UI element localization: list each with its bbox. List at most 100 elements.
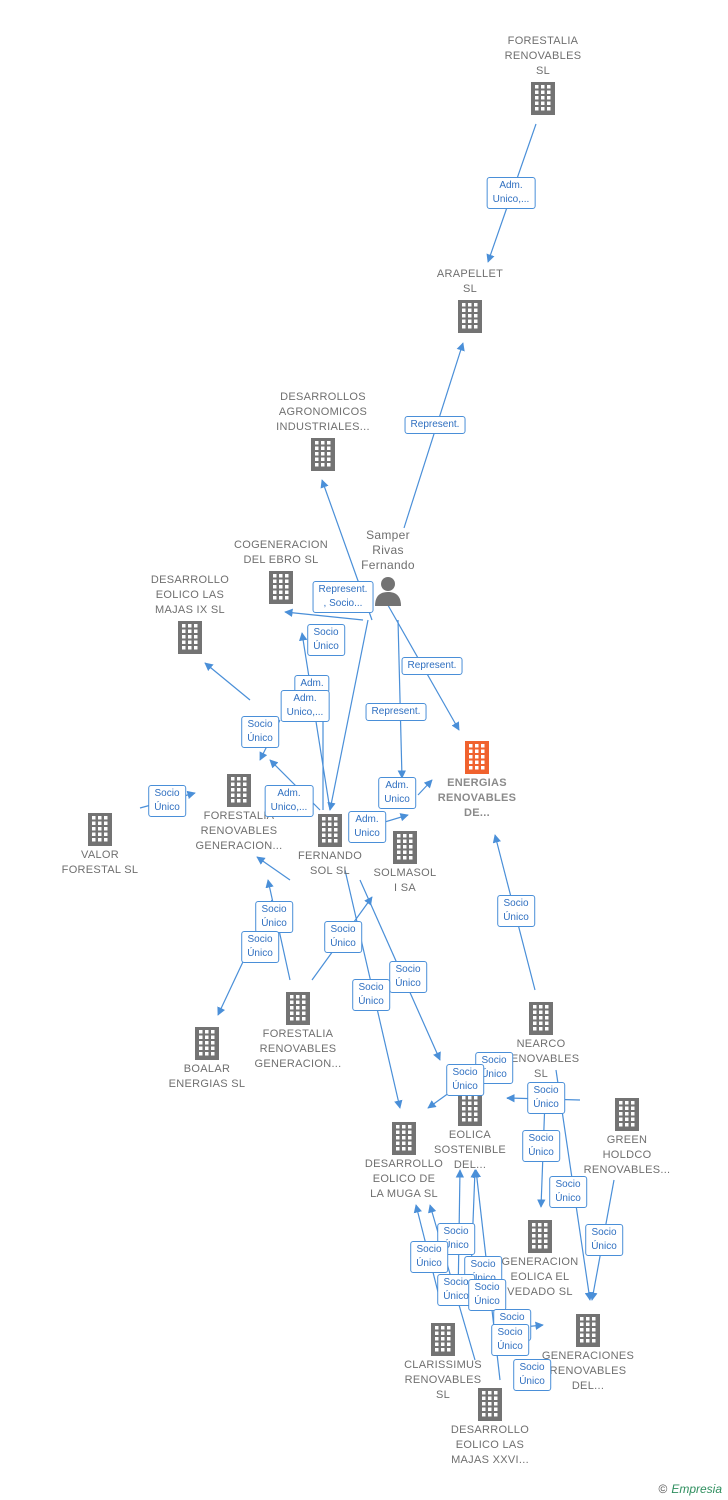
edge-label-represent-socio[interactable]: Represent. , Socio... xyxy=(312,581,374,613)
node-label: GENERACION EOLICA EL VEDADO SL xyxy=(501,1256,579,1298)
node-eolica-sostenible[interactable]: EOLICA SOSTENIBLE DEL... xyxy=(410,1090,530,1173)
edge-label-socio-unico[interactable]: Socio Único xyxy=(241,931,279,963)
node-label: BOALAR ENERGIAS SL xyxy=(168,1063,246,1090)
relationship-line xyxy=(403,342,465,529)
node-generaciones-renovables[interactable]: GENERACIONES RENOVABLES DEL... xyxy=(528,1311,648,1394)
node-label: DESARROLLO EOLICO LAS MAJAS XXVI... xyxy=(450,1424,530,1466)
node-forestalia-generacion-2[interactable]: FORESTALIA RENOVABLES GENERACION... xyxy=(238,989,358,1072)
building-icon xyxy=(383,1322,503,1356)
node-cogeneracion-del-ebro[interactable]: COGENERACION DEL EBRO SL xyxy=(221,538,341,606)
person-icon xyxy=(328,575,448,607)
node-label: Samper Rivas Fernando xyxy=(361,528,415,572)
edge-label-socio-unico[interactable]: Socio Único xyxy=(307,624,345,656)
edge-label-socio-unico[interactable]: Socio Único xyxy=(255,901,293,933)
node-label: CLARISSIMUS RENOVABLES SL xyxy=(404,1359,482,1401)
building-icon xyxy=(345,830,465,864)
node-label: GENERACIONES RENOVABLES DEL... xyxy=(541,1350,635,1392)
relationship-line xyxy=(284,608,364,621)
node-valor-forestal[interactable]: VALOR FORESTAL SL xyxy=(40,810,160,878)
building-icon xyxy=(238,991,358,1025)
node-label: COGENERACION DEL EBRO SL xyxy=(233,539,329,566)
edge-label-adm-unico[interactable]: Adm. Unico,... xyxy=(264,785,314,817)
building-icon xyxy=(430,1387,550,1421)
building-icon xyxy=(40,812,160,846)
node-clarissimus[interactable]: CLARISSIMUS RENOVABLES SL xyxy=(383,1320,503,1403)
edge-label-adm-unico[interactable]: Adm. Unico,... xyxy=(486,177,536,209)
node-desarrollo-la-muga[interactable]: DESARROLLO EOLICO DE LA MUGA SL xyxy=(344,1119,464,1202)
edge-label-represent[interactable]: Represent. xyxy=(404,416,466,434)
building-icon xyxy=(410,299,530,333)
edge-label-socio-unico[interactable]: Socio Único xyxy=(352,979,390,1011)
node-nearco-renovables[interactable]: NEARCO RENOVABLES SL xyxy=(481,999,601,1082)
edge-label-socio-unico[interactable]: Socio Único xyxy=(491,1324,529,1356)
edge-label-socio-unico[interactable]: Socio Único xyxy=(497,895,535,927)
relationship-line xyxy=(397,619,407,779)
footer-brand[interactable]: ©Empresia xyxy=(658,1482,722,1496)
relationship-line xyxy=(327,619,369,811)
edge-label-socio-unico[interactable]: Socio Único xyxy=(585,1224,623,1256)
brand-name: Empresia xyxy=(671,1482,722,1496)
node-label: FORESTALIA RENOVABLES GENERACION... xyxy=(254,1028,342,1070)
node-majas-ix[interactable]: DESARROLLO EOLICO LAS MAJAS IX SL xyxy=(130,573,250,656)
node-label: EOLICA SOSTENIBLE DEL... xyxy=(433,1129,507,1171)
node-samper-rivas-fernando[interactable]: Samper Rivas Fernando xyxy=(328,528,448,609)
node-label: ENERGIAS RENOVABLES DE... xyxy=(437,777,517,819)
node-label: FORESTALIA RENOVABLES GENERACION... xyxy=(195,810,283,852)
building-icon xyxy=(483,81,603,115)
edge-label-socio-unico[interactable]: Socio Único xyxy=(148,785,186,817)
relationship-line xyxy=(417,779,433,796)
building-icon xyxy=(270,813,390,847)
node-label: SOLMASOL I SA xyxy=(373,867,437,894)
node-label: NEARCO RENOVABLES SL xyxy=(502,1038,580,1080)
edge-label-adm-unico[interactable]: Adm. Unico xyxy=(378,777,416,809)
node-fernando-sol[interactable]: FERNANDO SOL SL xyxy=(270,811,390,879)
node-arapellet[interactable]: ARAPELLET SL xyxy=(410,267,530,335)
node-label: FERNANDO SOL SL xyxy=(297,850,363,877)
edge-label-socio-unico[interactable]: Socio Único xyxy=(527,1082,565,1114)
node-boalar-energias[interactable]: BOALAR ENERGIAS SL xyxy=(147,1024,267,1092)
node-energias-renovables-focus[interactable]: ENERGIAS RENOVABLES DE... xyxy=(417,738,537,821)
edge-label-adm-unico[interactable]: Adm. Unico,... xyxy=(280,690,330,722)
edge-label-socio-unico[interactable]: Socio Único xyxy=(389,961,427,993)
building-icon xyxy=(221,570,341,604)
edge-label-adm-unico[interactable]: Adm. Unico xyxy=(348,811,386,843)
node-majas-xxvi[interactable]: DESARROLLO EOLICO LAS MAJAS XXVI... xyxy=(430,1385,550,1468)
building-icon xyxy=(179,773,299,807)
node-label: DESARROLLOS AGRONOMICOS INDUSTRIALES... xyxy=(276,391,370,433)
node-label: DESARROLLO EOLICO DE LA MUGA SL xyxy=(364,1158,444,1200)
node-desarrollos-agronomicos[interactable]: DESARROLLOS AGRONOMICOS INDUSTRIALES... xyxy=(263,390,383,473)
node-solmasol[interactable]: SOLMASOL I SA xyxy=(345,828,465,896)
node-generacion-el-vedado[interactable]: GENERACION EOLICA EL VEDADO SL xyxy=(480,1217,600,1300)
node-label: ARAPELLET SL xyxy=(436,268,504,295)
edge-label-socio-unico[interactable]: Socio Único xyxy=(446,1064,484,1096)
building-icon xyxy=(410,1092,530,1126)
relationship-line xyxy=(256,856,291,881)
building-icon xyxy=(147,1026,267,1060)
copyright-symbol: © xyxy=(658,1482,668,1496)
edge-label-represent[interactable]: Represent. xyxy=(365,703,427,721)
node-label: FORESTALIA RENOVABLES SL xyxy=(504,35,582,77)
edge-label-socio-unico[interactable]: Socio Único xyxy=(513,1359,551,1391)
building-icon xyxy=(263,437,383,471)
edge-label-socio-unico[interactable]: Socio Único xyxy=(241,716,279,748)
node-label: DESARROLLO EOLICO LAS MAJAS IX SL xyxy=(150,574,230,616)
edge-label-socio-unico[interactable]: Socio Único xyxy=(468,1279,506,1311)
edge-label-socio-unico[interactable]: Socio Único xyxy=(410,1241,448,1273)
node-label: GREEN HOLDCO RENOVABLES... xyxy=(583,1134,671,1176)
building-icon xyxy=(481,1001,601,1035)
node-forestalia-renovables[interactable]: FORESTALIA RENOVABLES SL xyxy=(483,34,603,117)
node-label: VALOR FORESTAL SL xyxy=(61,849,139,876)
building-icon xyxy=(480,1219,600,1253)
node-forestalia-generacion-1[interactable]: FORESTALIA RENOVABLES GENERACION... xyxy=(179,771,299,854)
building-icon xyxy=(417,740,537,774)
edge-label-socio-unico[interactable]: Socio Único xyxy=(522,1130,560,1162)
building-icon xyxy=(567,1097,687,1131)
edge-label-socio-unico[interactable]: Socio Único xyxy=(549,1176,587,1208)
node-green-holdco[interactable]: GREEN HOLDCO RENOVABLES... xyxy=(567,1095,687,1178)
edge-label-represent[interactable]: Represent. xyxy=(401,657,463,675)
building-icon xyxy=(344,1121,464,1155)
edge-label-socio-unico[interactable]: Socio Único xyxy=(324,921,362,953)
building-icon xyxy=(130,620,250,654)
